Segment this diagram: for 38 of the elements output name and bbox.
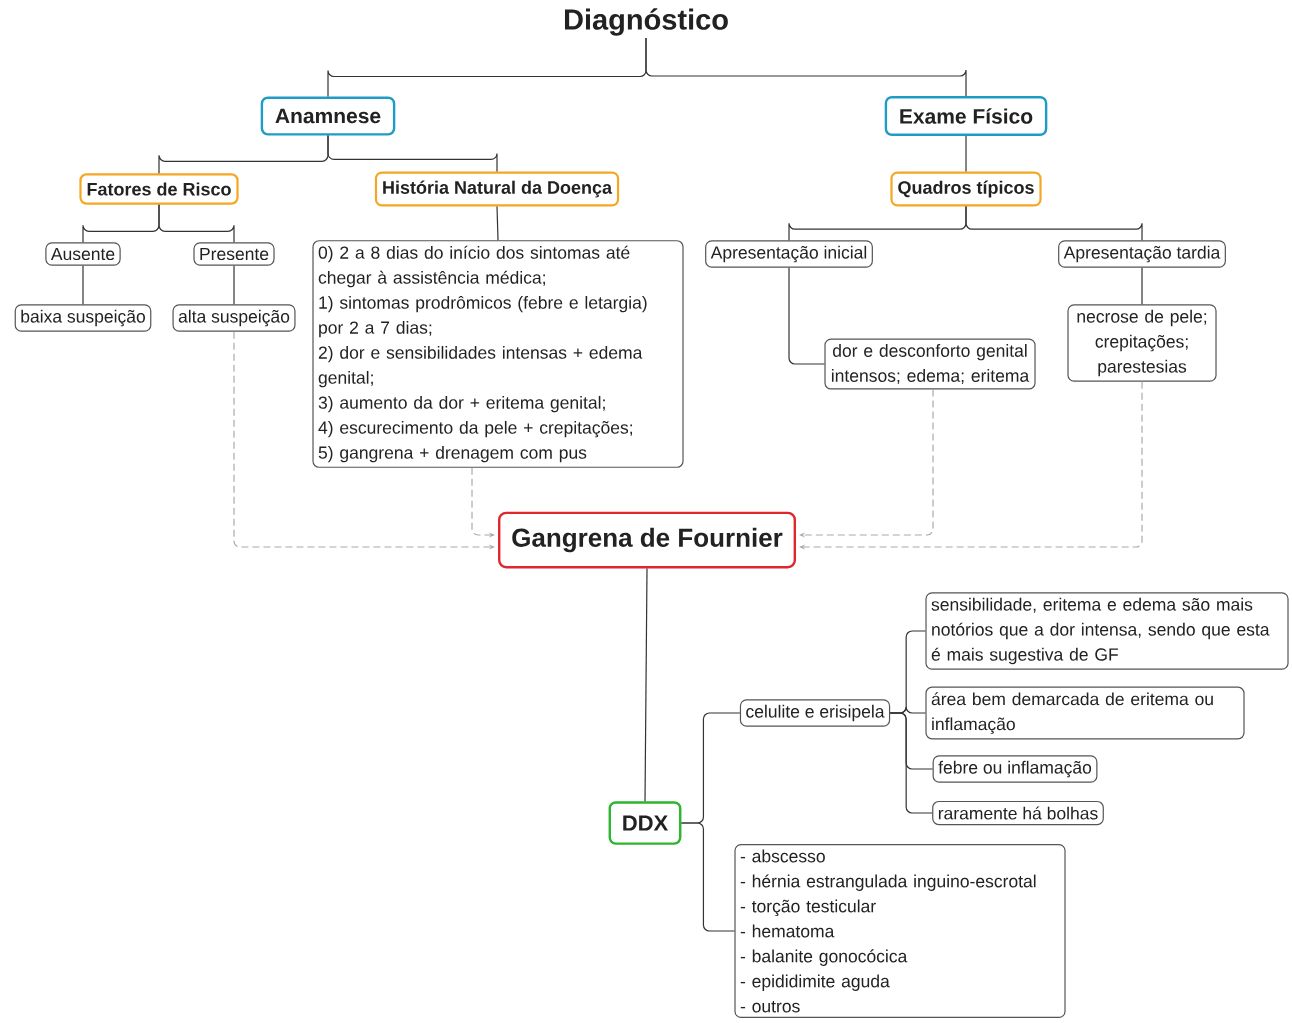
info-box: baixa suspeição <box>14 304 152 332</box>
connector-line <box>496 205 499 241</box>
connector-line <box>1141 267 1143 305</box>
info-box: sensibilidade, eritema e edema são mais notórios que a dor intensa, sendo que esta é mais sugestiva de GF <box>925 592 1289 670</box>
info-box: Apresentação inicial <box>705 240 873 268</box>
info-box: - abscesso - hérnia estrangulada inguino-escrotal - torção testicular - hematoma - balanite gonocócica - epididimite aguda - outros <box>734 844 1066 1019</box>
dashed-arrow <box>799 381 1143 550</box>
info-box: necrose de pele; crepitações; parestesias <box>1067 304 1217 382</box>
info-box: área bem demarcada de eritema ou inflamação <box>925 686 1245 740</box>
info-box: 0) 2 a 8 dias do início dos sintomas até chegar à assistência médica; 1) sintomas prodrômicos (febre e letargia) por 2 a 7 dias; 2) dor e sensibilidades intensas + edema genital; 3) aumento da dor + eritema genital; 4) escurecimento da pele + crepitações; 5) gangrena + drenagem com pus <box>312 240 684 468</box>
connector-line <box>645 37 967 97</box>
heading-text: Diagnóstico <box>564 8 728 36</box>
info-box: celulite e erisipela <box>739 699 891 727</box>
connector-line <box>158 204 235 243</box>
subtopic-box: Quadros típicos <box>890 171 1042 207</box>
connector-line <box>889 712 933 814</box>
connector-line <box>327 134 498 173</box>
topic-box: Exame Físico <box>884 96 1048 136</box>
connector-line <box>233 265 235 305</box>
info-box: Apresentação tardia <box>1058 240 1226 268</box>
ddx-box: DDX <box>608 801 682 845</box>
connector-line <box>82 265 84 305</box>
info-box: Presente <box>193 242 275 266</box>
dashed-arrow <box>799 388 934 538</box>
connector-line <box>680 822 735 932</box>
info-box: alta suspeição <box>172 304 296 332</box>
info-box: febre ou inflamação <box>932 755 1098 783</box>
connector-line <box>965 205 1143 241</box>
info-box: dor e desconforto genital intensos; edema; eritema <box>824 338 1036 390</box>
info-box: raramente há bolhas <box>932 800 1104 826</box>
subtopic-box: Fatores de Risco <box>79 173 239 205</box>
connector-line <box>965 135 967 173</box>
topic-box: Anamnese <box>260 96 396 136</box>
connector-line <box>788 267 825 365</box>
connector-line <box>644 567 648 802</box>
central-box: Gangrena de Fournier <box>498 511 796 569</box>
subtopic-box: História Natural da Doença <box>374 171 620 207</box>
info-box: Ausente <box>45 242 121 266</box>
